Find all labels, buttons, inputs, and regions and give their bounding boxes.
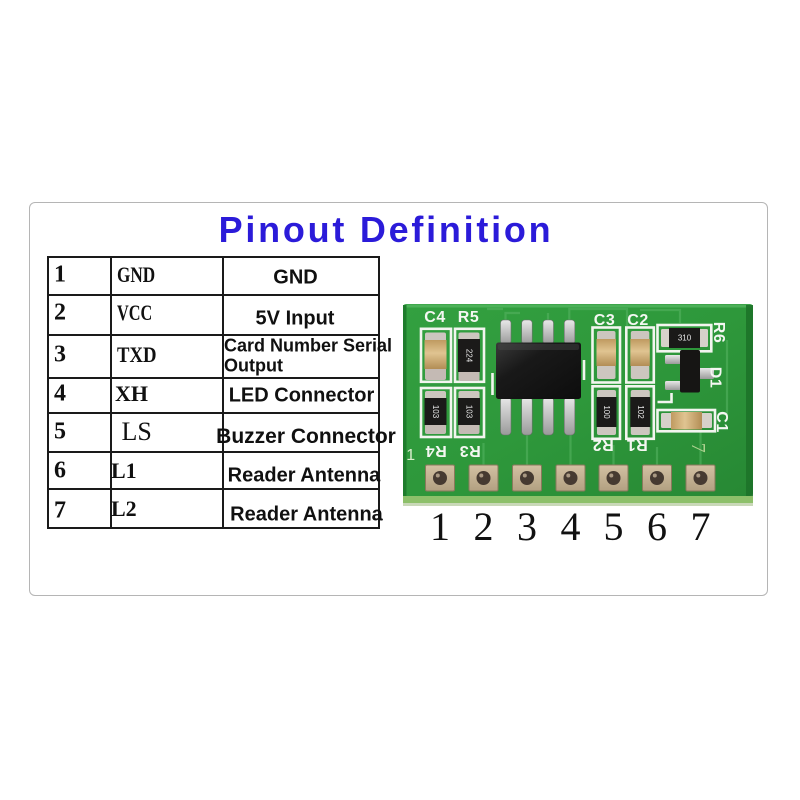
svg-text:C4: C4	[424, 309, 445, 326]
svg-text:103: 103	[431, 405, 440, 419]
svg-text:D1: D1	[707, 367, 724, 388]
svg-text:100: 100	[602, 405, 611, 419]
svg-text:R5: R5	[458, 309, 479, 326]
svg-text:C1: C1	[713, 411, 730, 432]
svg-text:R3: R3	[459, 442, 480, 459]
svg-text:C3: C3	[594, 312, 615, 329]
svg-text:224: 224	[465, 349, 474, 363]
svg-text:103: 103	[465, 405, 474, 419]
svg-text:R1: R1	[626, 436, 647, 453]
svg-text:R2: R2	[592, 436, 613, 453]
svg-text:7: 7	[687, 443, 709, 454]
svg-text:C2: C2	[627, 312, 648, 329]
svg-text:R4: R4	[425, 442, 446, 459]
svg-text:310: 310	[678, 334, 692, 343]
svg-text:102: 102	[636, 405, 645, 419]
svg-text:R6: R6	[710, 322, 727, 343]
svg-text:1: 1	[406, 447, 415, 464]
